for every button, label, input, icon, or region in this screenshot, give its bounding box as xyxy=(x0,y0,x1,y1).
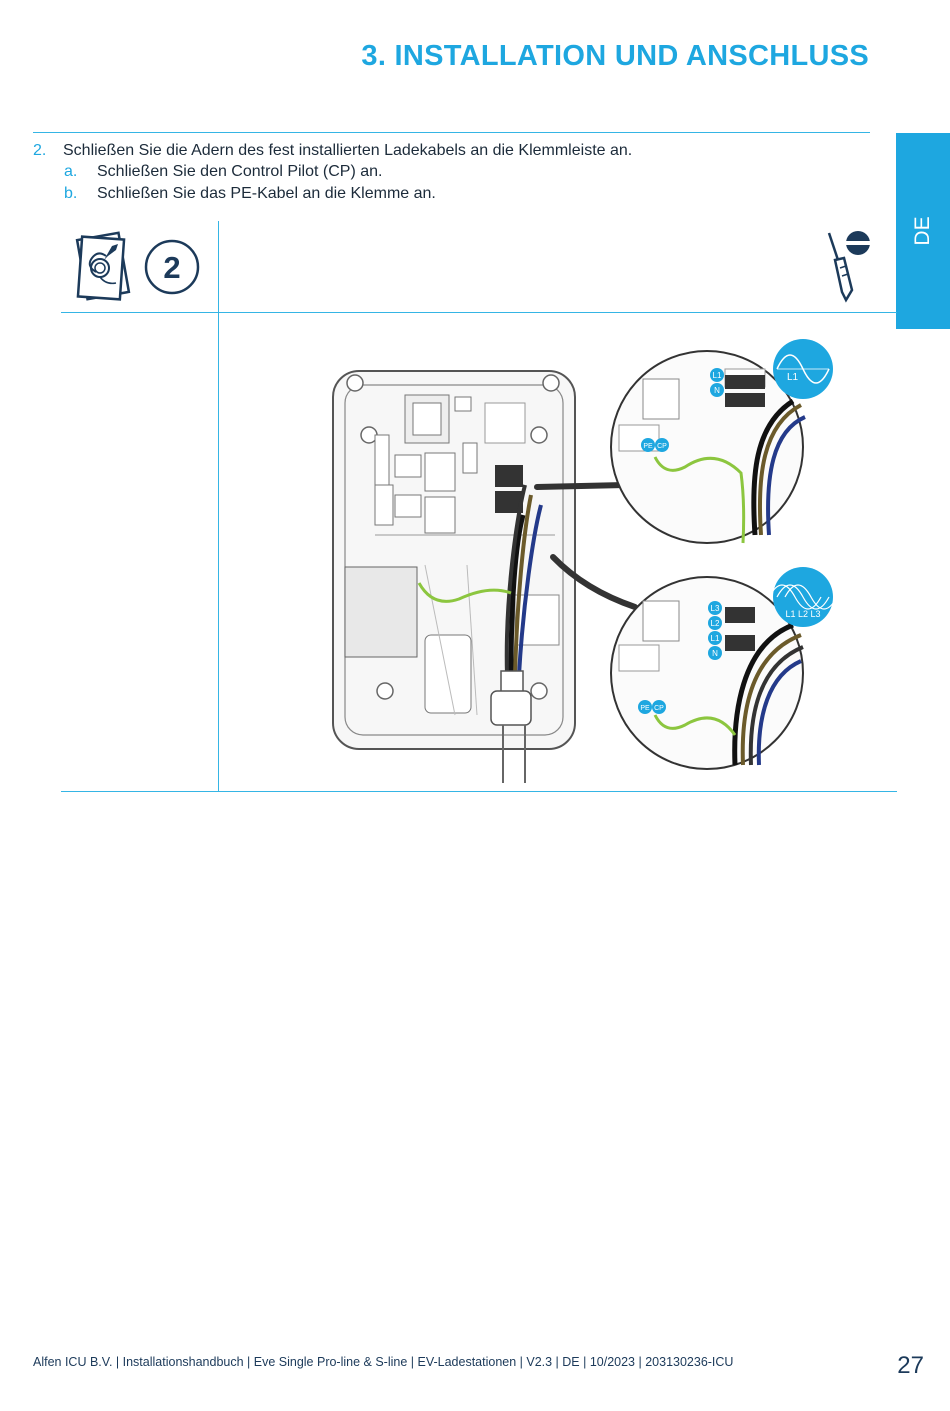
phase-labels: L1 L2 L3 xyxy=(785,609,820,619)
step-badge: 2 xyxy=(144,239,200,295)
three-phase-badge: L1 L2 L3 xyxy=(768,567,838,627)
header-rule xyxy=(33,132,870,133)
terminal-label: N xyxy=(712,649,718,658)
ground-label: PE xyxy=(640,705,650,712)
single-phase-detail: L1 N PE CP xyxy=(610,350,806,544)
language-tab: DE xyxy=(896,133,950,329)
charger-housing xyxy=(332,370,576,783)
page-number: 27 xyxy=(897,1352,924,1379)
step-number: 2. xyxy=(33,142,47,159)
wiring-diagram: L1 N PE CP L1 L3 L2 L1 N PE CP xyxy=(332,339,838,783)
ground-label: CP xyxy=(657,443,667,450)
terminal-label: L1 xyxy=(711,634,720,643)
step-badge-number: 2 xyxy=(163,250,180,285)
page-title: 3. INSTALLATION UND ANSCHLUSS xyxy=(361,40,869,72)
terminal-label: L3 xyxy=(711,604,720,613)
ground-label: CP xyxy=(654,705,664,712)
substep-a-marker: a. xyxy=(64,163,78,180)
step-text: Schließen Sie die Adern des fest install… xyxy=(63,142,633,159)
terminal-label: N xyxy=(714,386,720,395)
terminal-label: L2 xyxy=(711,619,720,628)
footer-text: Alfen ICU B.V. | Installationshandbuch |… xyxy=(33,1355,734,1369)
screwdriver-icon xyxy=(827,231,870,303)
substep-b-marker: b. xyxy=(64,185,78,202)
substep-a-text: Schließen Sie den Control Pilot (CP) an. xyxy=(97,163,383,180)
language-label: DE xyxy=(911,216,934,246)
phase-label: L1 xyxy=(787,372,799,383)
single-phase-badge: L1 xyxy=(773,339,833,399)
three-phase-detail: L3 L2 L1 N PE CP xyxy=(610,576,804,770)
table-rule-top xyxy=(61,312,897,313)
terminal-label: L1 xyxy=(713,371,722,380)
table-rule-bottom xyxy=(61,791,897,792)
ground-label: PE xyxy=(643,443,653,450)
substep-b-text: Schließen Sie das PE-Kabel an die Klemme… xyxy=(97,185,436,202)
manual-cable-icon xyxy=(75,231,131,301)
table-divider-vertical xyxy=(218,221,219,792)
